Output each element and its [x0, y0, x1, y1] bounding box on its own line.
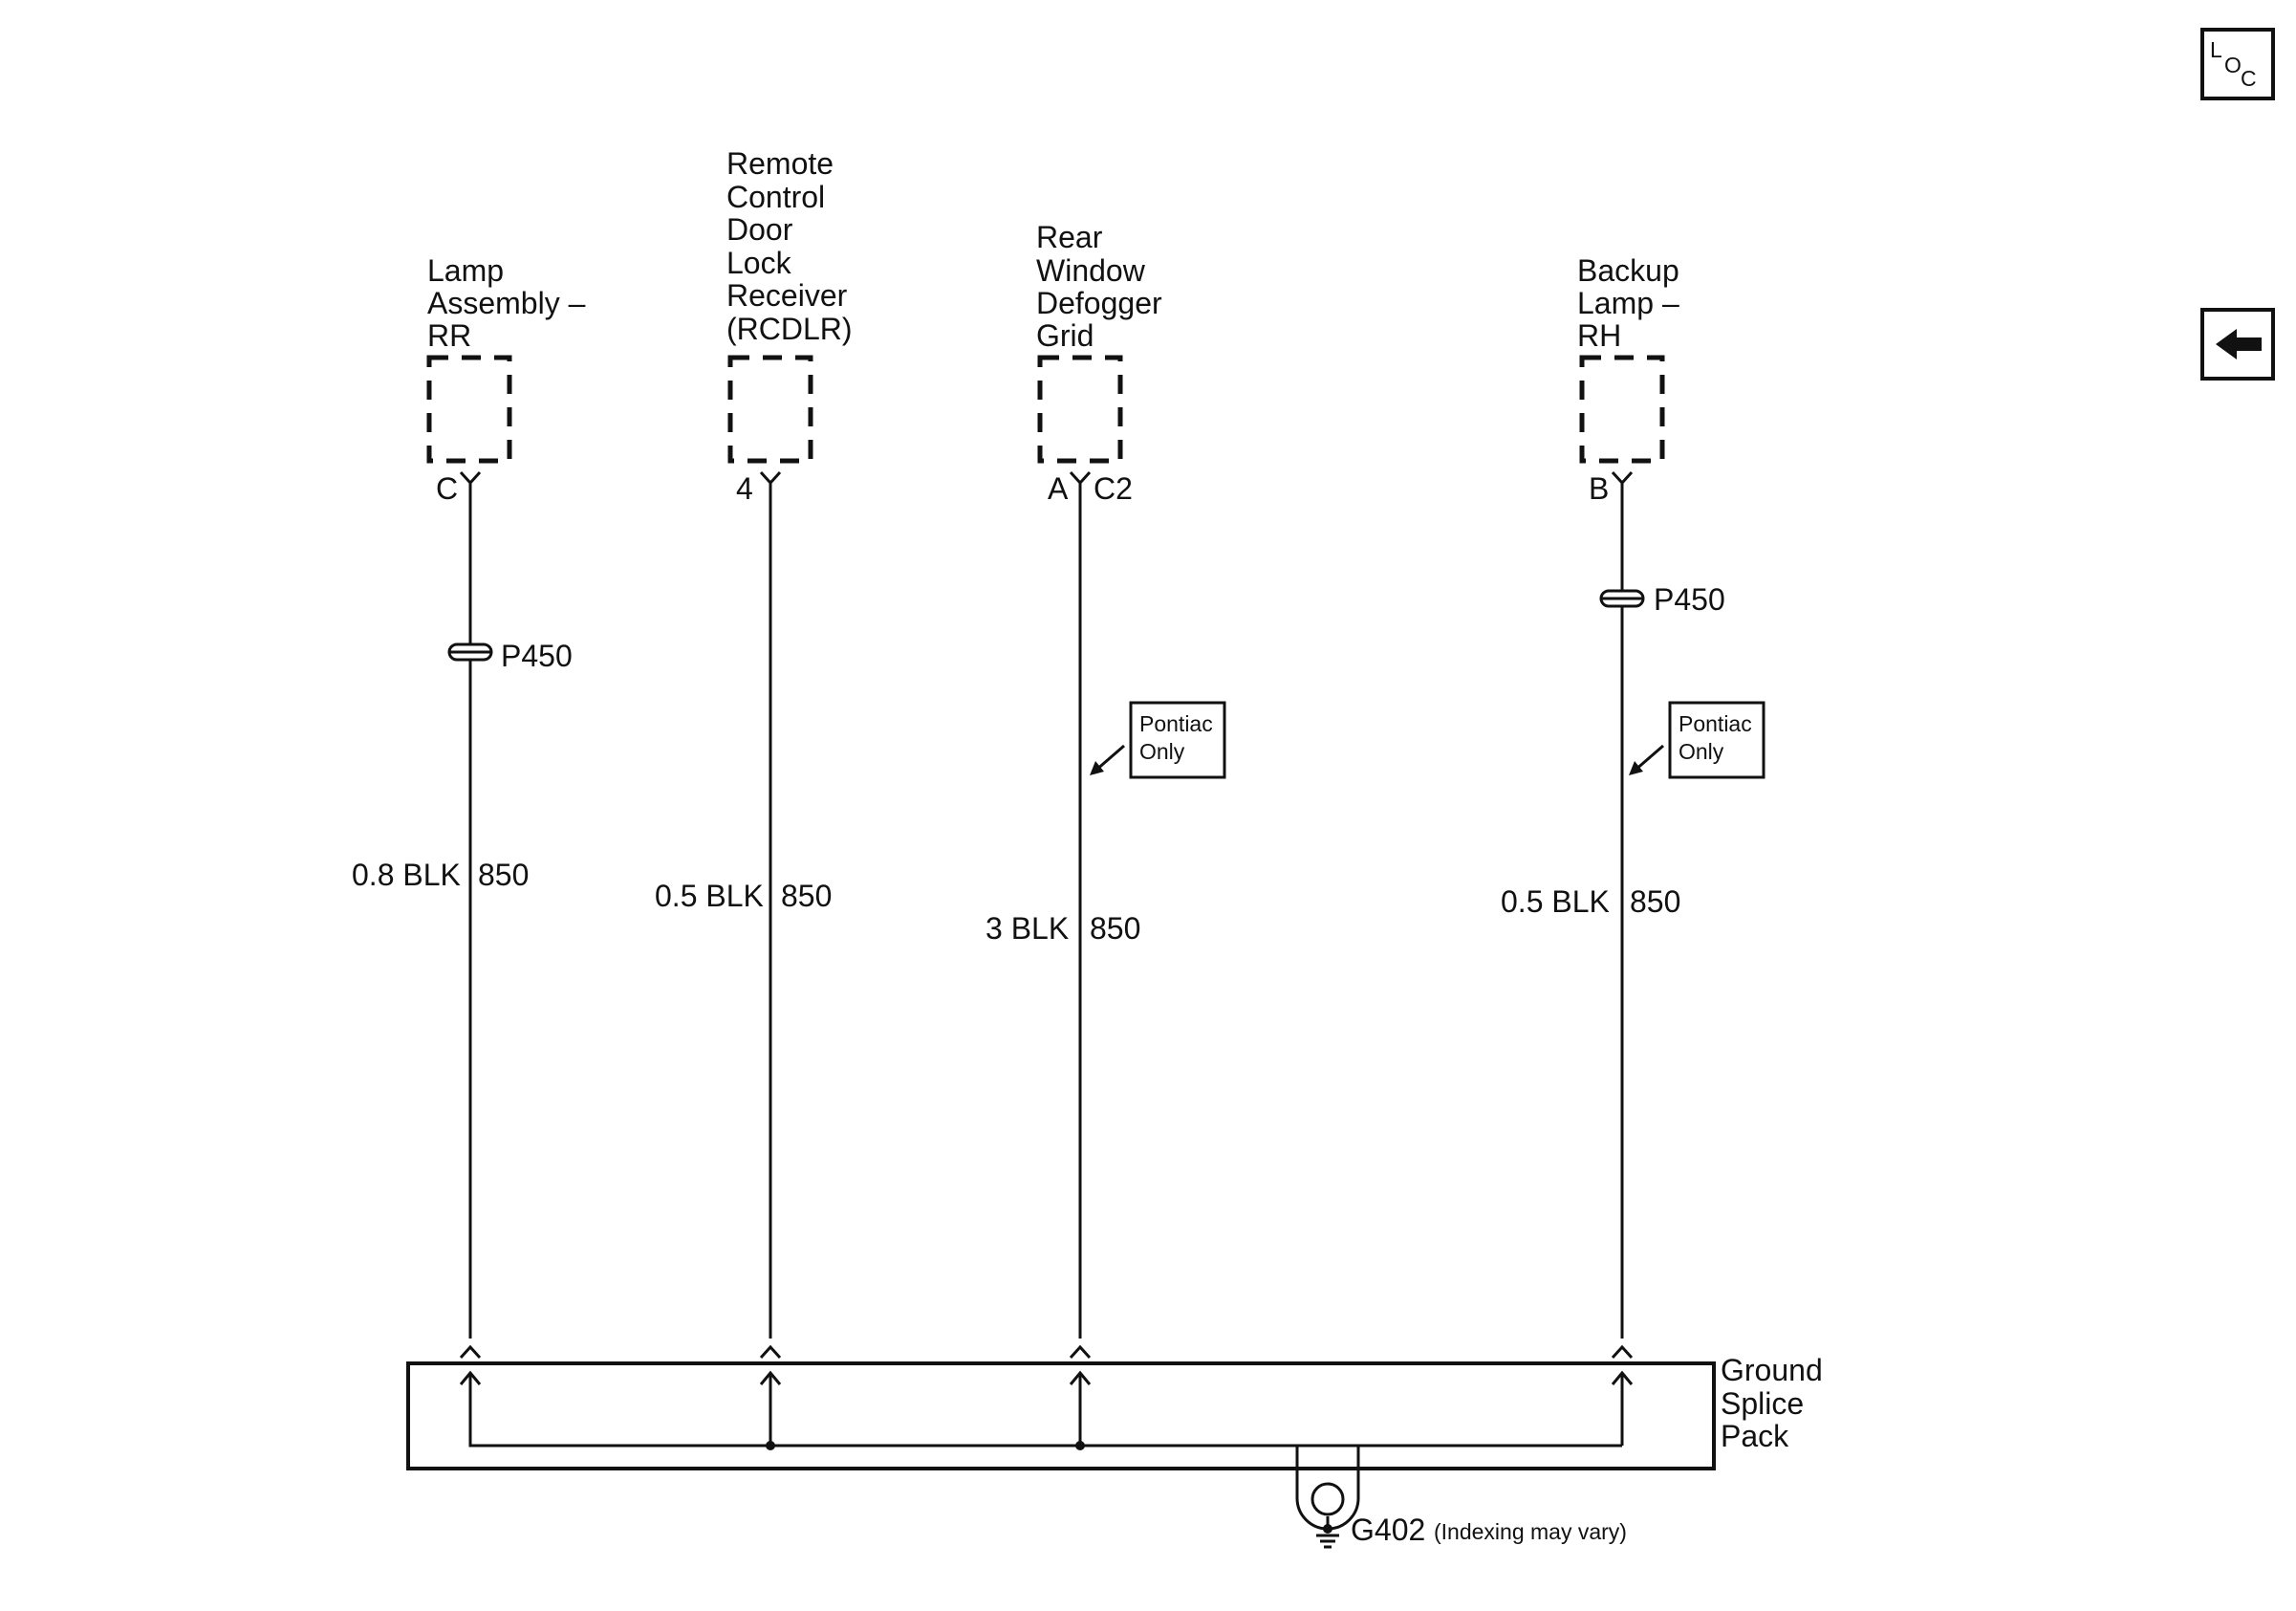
circuit-number: 850: [1090, 911, 1140, 946]
loc-letter: O: [2224, 53, 2242, 77]
note-line: Pontiac: [1139, 711, 1213, 736]
note-line: Only: [1139, 739, 1185, 764]
splice-pack-box: [406, 1361, 1716, 1470]
wire-size-color: 0.5 BLK: [1501, 884, 1610, 919]
pin-label: B: [1589, 471, 1609, 506]
component-label-line: Rear: [1036, 220, 1103, 254]
note-line: Pontiac: [1679, 711, 1752, 736]
note-pointer-arrow: [1094, 744, 1125, 773]
component-label-line: Defogger: [1036, 286, 1162, 320]
splice-node: [766, 1441, 775, 1450]
circuit-number: 850: [781, 879, 832, 913]
ground-note: (Indexing may vary): [1434, 1519, 1627, 1544]
inline-connector-label: P450: [1654, 582, 1725, 617]
component-label-line: Lock: [726, 246, 792, 280]
component-label-line: Control: [726, 180, 825, 214]
circuit-number: 850: [478, 858, 529, 892]
component-dashed-box: [426, 355, 512, 464]
component-label-line: RR: [427, 318, 471, 353]
pontiac-only-note: Pontiac Only: [1629, 701, 1765, 779]
connector-label: C2: [1094, 471, 1133, 506]
wire-size-color: 3 BLK: [986, 911, 1069, 946]
splice-pack-label-line: Splice: [1721, 1386, 1804, 1421]
ground-icon: [1316, 1516, 1339, 1549]
pin-label: C: [436, 471, 458, 506]
splice-bus: [468, 1373, 1624, 1448]
pontiac-only-note: Pontiac Only: [1090, 701, 1226, 779]
component-label-line: Receiver: [726, 278, 848, 313]
component-label-line: Lamp: [427, 253, 504, 288]
component-label-line: Remote: [726, 146, 834, 181]
wire-circuit-850: [1069, 470, 1092, 1339]
note-line: Only: [1679, 739, 1724, 764]
component-label-line: Grid: [1036, 318, 1094, 353]
component-dashed-box: [1579, 355, 1665, 464]
ground-splice-pack: Ground Splice Pack: [406, 1344, 1823, 1470]
splice-node: [1075, 1441, 1085, 1450]
component-lamp-assembly-rr: Lamp Assembly – RR C P450 0.8 BLK 850: [352, 253, 586, 1339]
component-label-line: RH: [1577, 318, 1621, 353]
component-rear-window-defogger-grid: Rear Window Defogger Grid A C2 Pontiac O…: [986, 220, 1226, 1339]
inline-connector-icon: [447, 642, 493, 662]
component-label-line: Lamp –: [1577, 286, 1679, 320]
left-arrow-icon: [2216, 329, 2262, 359]
note-pointer-arrow: [1634, 744, 1664, 773]
loc-letter: L: [2210, 37, 2222, 62]
component-dashed-box: [1037, 355, 1123, 464]
ground-eyelet: [1310, 1482, 1345, 1516]
component-backup-lamp-rh: Backup Lamp – RH B P450 Pontiac Only 0.5…: [1501, 253, 1765, 1339]
component-rcdlr: Remote Control Door Lock Receiver (RCDLR…: [655, 146, 853, 1339]
splice-pack-label-line: Pack: [1721, 1419, 1789, 1453]
loc-letter: C: [2241, 66, 2257, 91]
component-label-line: (RCDLR): [726, 312, 853, 346]
circuit-number: 850: [1630, 884, 1680, 919]
wire-size-color: 0.5 BLK: [655, 879, 764, 913]
splice-entry-connectors: [459, 1344, 1634, 1360]
ground-g402: G402 (Indexing may vary): [1295, 1446, 1627, 1549]
wire-circuit-850: [759, 470, 782, 1339]
inline-connector-label: P450: [501, 639, 573, 673]
component-label-line: Backup: [1577, 253, 1679, 288]
wire-circuit-850: [459, 470, 482, 1339]
splice-pack-label-line: Ground: [1721, 1353, 1823, 1387]
pin-label: 4: [736, 471, 753, 506]
component-dashed-box: [727, 355, 813, 464]
inline-connector-icon: [1599, 589, 1645, 608]
wire-size-color: 0.8 BLK: [352, 858, 461, 892]
component-label-line: Door: [726, 212, 793, 247]
back-arrow-button[interactable]: [2200, 308, 2275, 381]
ground-id: G402: [1351, 1513, 1425, 1547]
pin-label: A: [1048, 471, 1069, 506]
wire-circuit-850: [1611, 470, 1634, 1339]
loc-icon[interactable]: L O C: [2200, 28, 2275, 100]
component-label-line: Window: [1036, 253, 1146, 288]
component-label-line: Assembly –: [427, 286, 586, 320]
